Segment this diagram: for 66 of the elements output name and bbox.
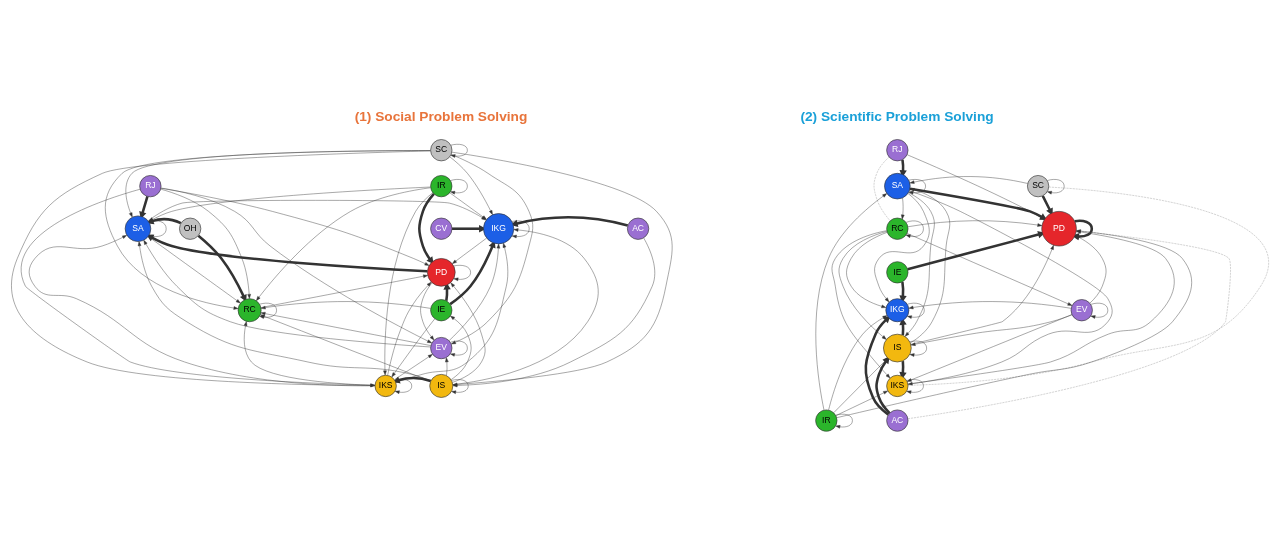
- node-circle: RJ: [139, 175, 162, 198]
- arrow: [828, 315, 888, 411]
- arrow: [394, 354, 433, 380]
- arrow: [907, 302, 925, 319]
- node-circle: SC: [1027, 175, 1050, 198]
- arrow: [197, 234, 247, 302]
- node-circle: CV: [430, 217, 453, 240]
- node-circle: AC: [886, 409, 909, 432]
- arrow: [391, 318, 436, 378]
- arrow: [418, 193, 435, 265]
- arrow: [906, 233, 1073, 306]
- arrow: [395, 242, 509, 383]
- node-circle: IR: [815, 409, 838, 432]
- arrow: [452, 237, 487, 264]
- arrow: [160, 188, 251, 299]
- arrow: [908, 301, 1072, 310]
- arrow: [420, 282, 435, 341]
- node-circle: EV: [1070, 299, 1093, 322]
- arrow: [450, 282, 486, 383]
- arrow: [907, 220, 1043, 227]
- node-circle: IE: [886, 261, 909, 284]
- arrow: [910, 314, 1073, 346]
- arrow: [450, 315, 472, 380]
- arrow: [450, 144, 468, 158]
- arrow: [875, 356, 891, 415]
- arrow: [1041, 195, 1053, 216]
- arrow: [905, 220, 924, 238]
- arrow: [838, 231, 888, 340]
- node-circle: OH: [179, 217, 202, 240]
- arrow: [909, 176, 1028, 184]
- arrow: [143, 239, 431, 348]
- node-circle: IS: [429, 374, 454, 398]
- arrow: [511, 220, 530, 239]
- arrow: [1047, 179, 1065, 195]
- arrow: [901, 197, 905, 220]
- arrow: [453, 265, 471, 282]
- arrow: [449, 240, 496, 306]
- arrow: [383, 192, 433, 376]
- node-circle: IR: [430, 175, 453, 198]
- arrow: [1090, 302, 1109, 319]
- connector: [873, 157, 891, 221]
- node-circle: SC: [430, 139, 453, 162]
- arrow: [448, 243, 501, 341]
- node-circle: RJ: [886, 139, 909, 162]
- arrow: [451, 154, 533, 345]
- arrow: [450, 340, 468, 357]
- label: (1) Social Problem Solving: [354, 108, 528, 124]
- arrow: [445, 357, 449, 376]
- arrow: [125, 150, 431, 218]
- arrow: [449, 156, 493, 215]
- arrow: [910, 245, 1054, 345]
- arrow: [831, 230, 891, 379]
- arrow: [864, 315, 891, 416]
- arrow: [835, 390, 888, 416]
- arrow: [394, 379, 412, 394]
- arrow: [387, 281, 432, 376]
- arrow: [909, 340, 927, 357]
- arrow: [846, 232, 888, 308]
- node-circle: AC: [627, 217, 650, 240]
- arrow: [833, 357, 888, 413]
- label: (2) Scientific Problem Solving: [800, 108, 994, 124]
- arrow: [256, 187, 431, 301]
- arrow: [450, 179, 468, 195]
- arrow: [815, 193, 887, 411]
- arrow: [835, 414, 853, 429]
- arrow: [160, 187, 432, 344]
